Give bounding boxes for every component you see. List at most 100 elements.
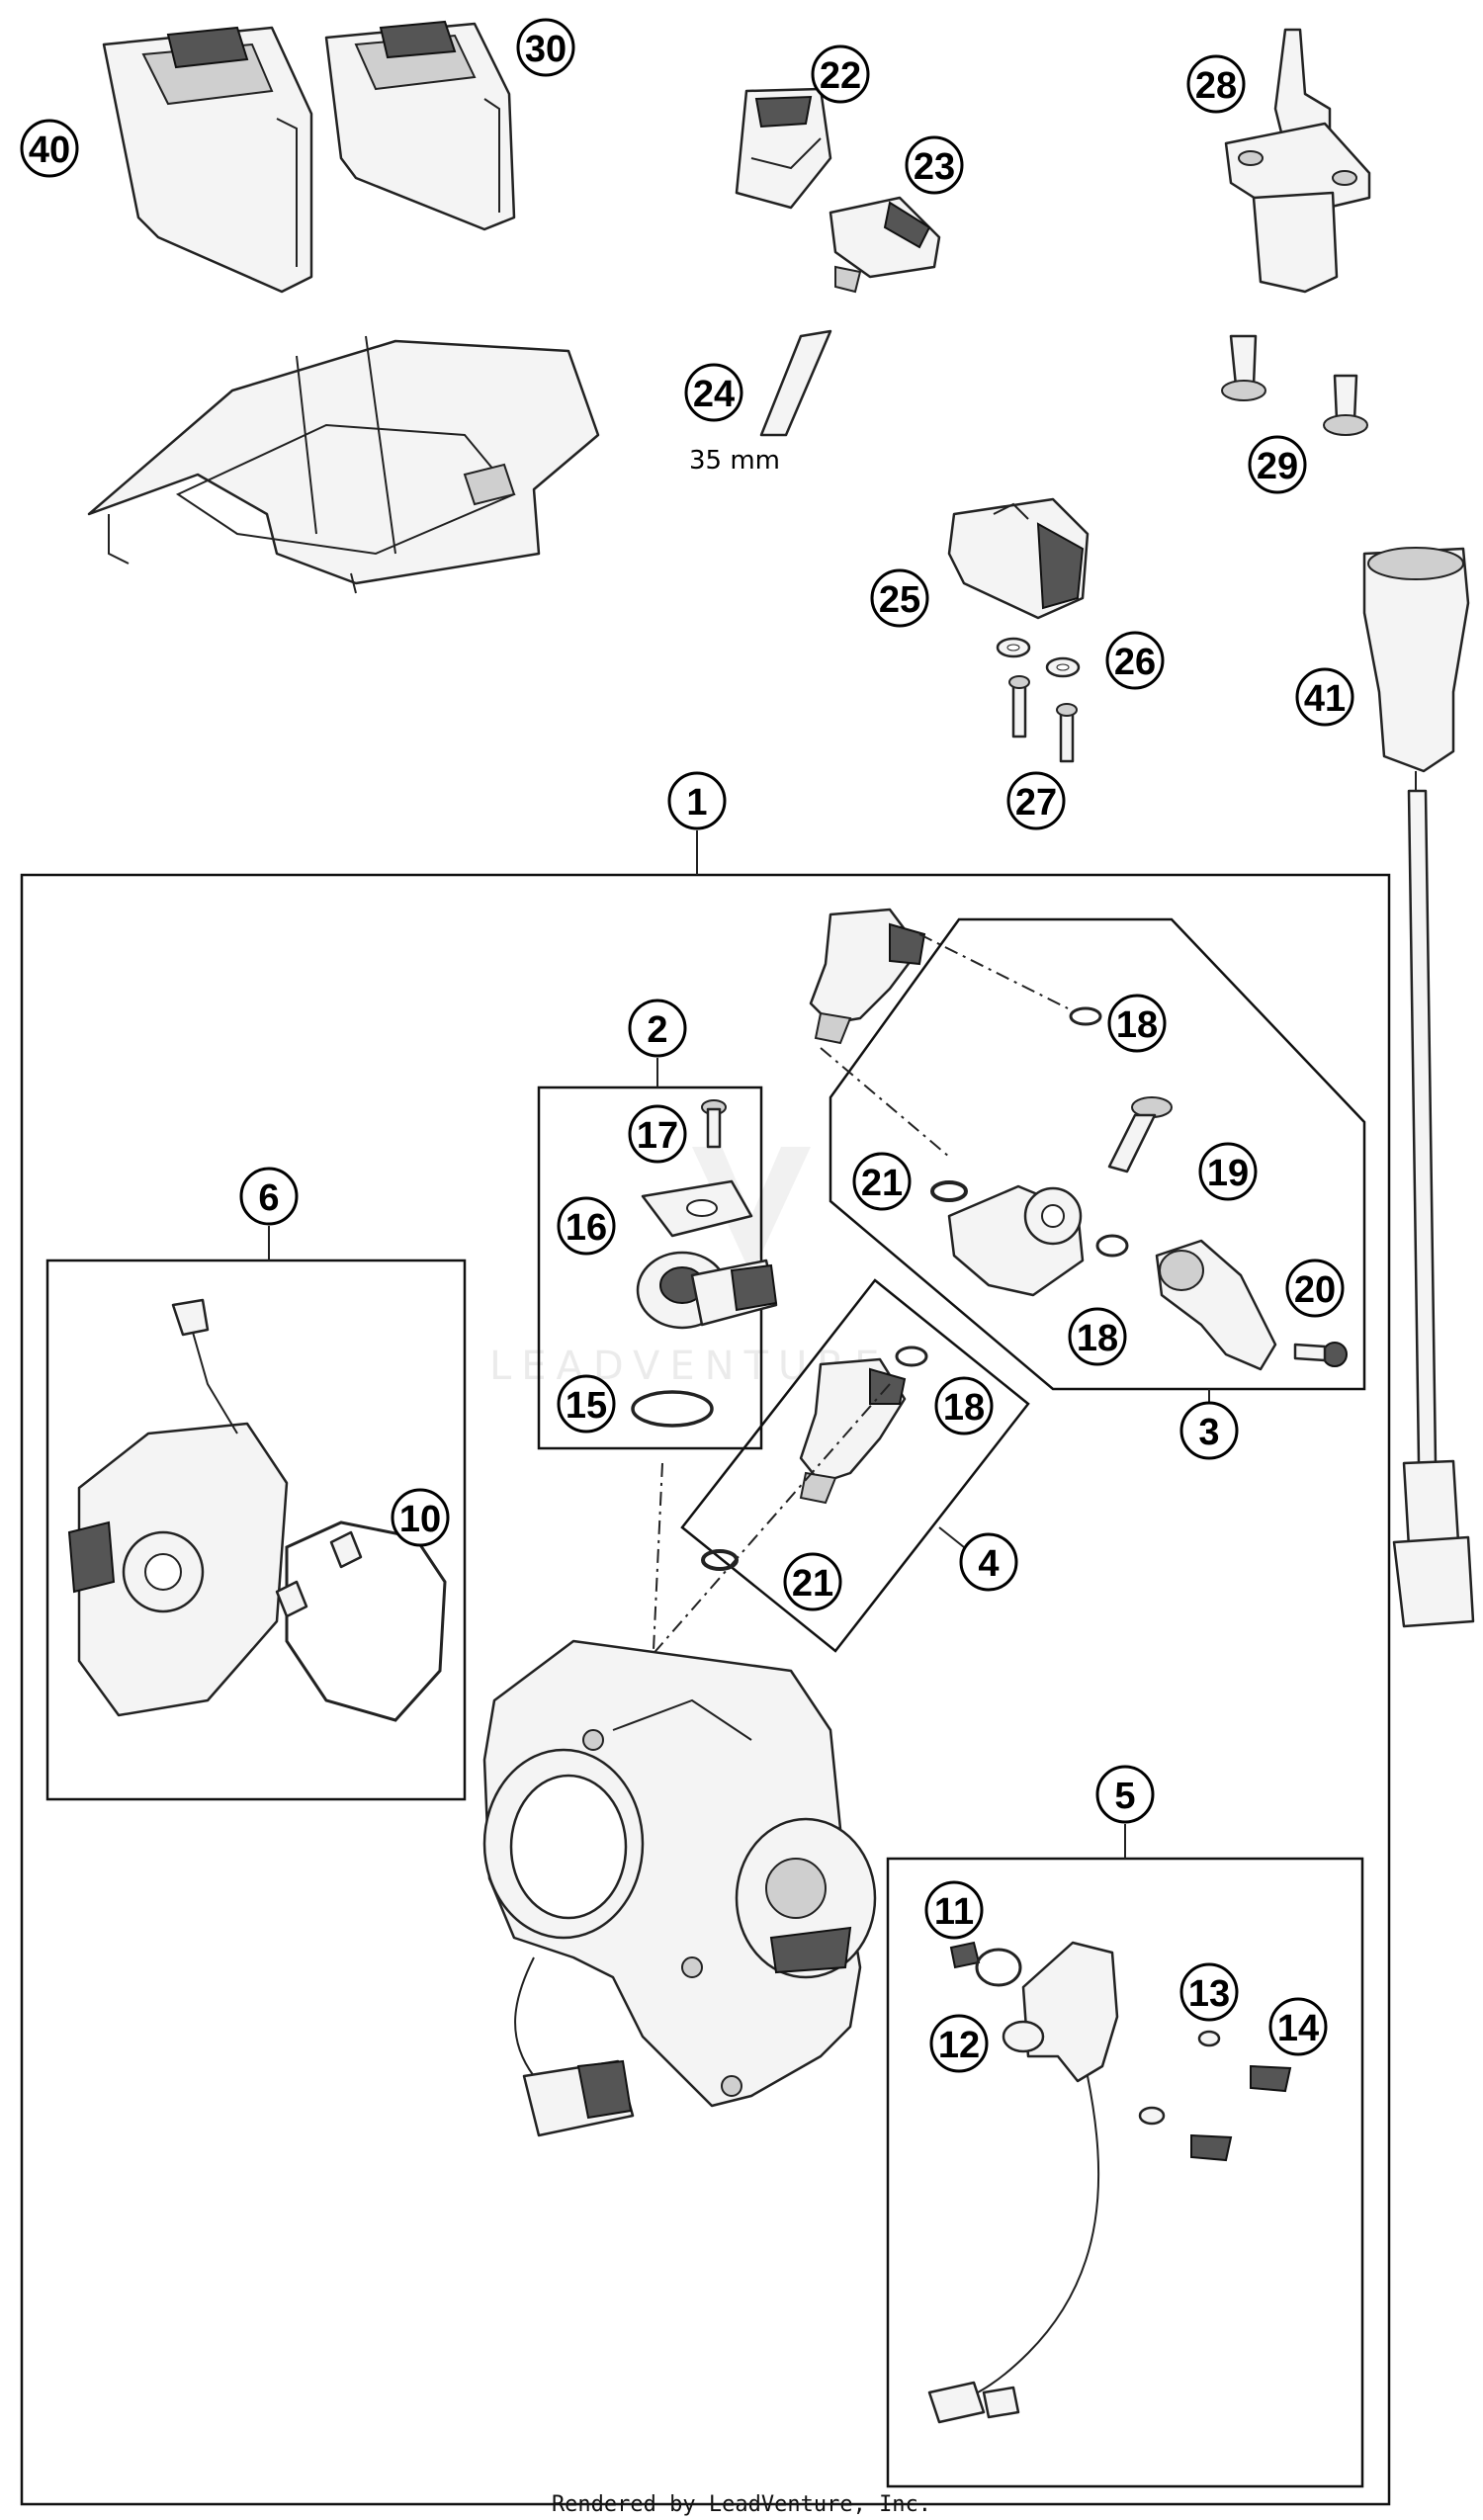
svg-text:12: 12 — [938, 2025, 980, 2066]
callout-21-b: 21 — [783, 1552, 842, 1611]
tube-length-label: 35 mm — [689, 446, 780, 476]
callout-27: 27 — [1006, 771, 1066, 830]
svg-text:18: 18 — [1077, 1318, 1118, 1359]
svg-text:24: 24 — [693, 374, 735, 415]
svg-text:21: 21 — [861, 1163, 903, 1204]
kit-6-frame — [45, 1259, 467, 1801]
callout-11: 11 — [924, 1880, 984, 1940]
callout-18-a: 18 — [1107, 994, 1167, 1053]
callout-24: 24 — [684, 363, 743, 422]
callout-18-b: 18 — [1068, 1307, 1127, 1366]
part-14-screws — [1190, 2064, 1292, 2162]
callout-41: 41 — [1295, 667, 1354, 727]
callout-17: 17 — [628, 1104, 687, 1164]
callout-1: 1 — [667, 771, 727, 830]
part-28 — [1224, 28, 1371, 294]
part-21-oring-b — [701, 1549, 739, 1571]
callout-21-a: 21 — [852, 1152, 912, 1211]
ecu-module-30 — [324, 20, 516, 231]
callout-18-c: 18 — [934, 1376, 994, 1435]
part-19-bolt — [1107, 1096, 1173, 1173]
part-21-oring-a — [930, 1180, 968, 1202]
svg-text:40: 40 — [29, 130, 70, 171]
callout-12: 12 — [929, 2014, 989, 2073]
part-20-screw — [1293, 1342, 1348, 1367]
svg-text:29: 29 — [1257, 446, 1298, 487]
callout-20: 20 — [1285, 1259, 1345, 1318]
callout-2: 2 — [628, 999, 687, 1058]
callout-10: 10 — [391, 1488, 450, 1547]
callout-26: 26 — [1105, 631, 1165, 690]
svg-text:16: 16 — [566, 1207, 607, 1249]
svg-text:20: 20 — [1294, 1269, 1336, 1311]
throttle-position-sensor — [636, 1251, 778, 1330]
part-12-oring — [975, 1948, 1022, 1987]
svg-text:10: 10 — [399, 1499, 441, 1540]
part-18-oring-b — [1095, 1234, 1129, 1258]
part-24-tube — [759, 329, 832, 437]
footer-credit: Rendered by LeadVenture, Inc. — [552, 2492, 931, 2517]
svg-text:27: 27 — [1015, 782, 1057, 824]
throttle-sensor-5 — [927, 1941, 1119, 2424]
callout-40: 40 — [20, 119, 79, 178]
part-11 — [949, 1941, 981, 1969]
part-26-washers — [996, 637, 1081, 678]
part-13-washers — [1138, 2030, 1221, 2126]
callout-3: 3 — [1179, 1401, 1239, 1460]
part-16-plate — [641, 1179, 753, 1238]
svg-text:1: 1 — [686, 782, 707, 824]
part-22 — [735, 87, 832, 210]
callout-29: 29 — [1248, 435, 1307, 494]
svg-text:18: 18 — [943, 1387, 985, 1429]
callout-13: 13 — [1179, 1962, 1239, 2022]
svg-text:2: 2 — [647, 1009, 667, 1051]
part-18-oring-a — [1069, 1006, 1102, 1026]
svg-text:3: 3 — [1198, 1412, 1219, 1453]
svg-text:28: 28 — [1195, 65, 1237, 107]
svg-text:13: 13 — [1188, 1973, 1230, 2015]
svg-text:15: 15 — [566, 1385, 607, 1427]
svg-text:17: 17 — [637, 1115, 678, 1157]
callout-28: 28 — [1186, 54, 1246, 114]
part-10-gasket — [275, 1521, 447, 1722]
watermark: LEADVENTURE — [489, 1147, 879, 1389]
svg-text:14: 14 — [1277, 2008, 1319, 2049]
svg-text:6: 6 — [258, 1177, 279, 1219]
callout-6: 6 — [239, 1167, 299, 1226]
throttle-body — [482, 1639, 877, 2137]
fuel-injector-bottom — [799, 1357, 907, 1505]
part-41-cable — [1362, 547, 1475, 1628]
svg-text:23: 23 — [914, 146, 955, 188]
callout-16: 16 — [557, 1196, 616, 1256]
fuel-injector-top — [809, 908, 926, 1045]
svg-text:18: 18 — [1116, 1004, 1158, 1046]
callout-22: 22 — [811, 44, 870, 104]
part-27-screws — [1008, 675, 1078, 763]
svg-text:22: 22 — [820, 55, 861, 97]
svg-text:26: 26 — [1114, 642, 1156, 683]
part-18-oring-c — [895, 1346, 928, 1367]
callout-23: 23 — [905, 135, 964, 195]
callout-30: 30 — [516, 18, 575, 77]
svg-text:5: 5 — [1114, 1776, 1135, 1817]
callout-19: 19 — [1198, 1142, 1258, 1201]
callout-25: 25 — [870, 568, 929, 628]
svg-text:4: 4 — [978, 1543, 999, 1585]
ecu-module-40 — [102, 26, 313, 294]
kit-4-frame — [680, 1278, 1030, 1653]
svg-text:41: 41 — [1304, 678, 1346, 720]
callout-4: 4 — [959, 1532, 1018, 1592]
svg-text:25: 25 — [879, 579, 920, 621]
fuel-hose-connector — [1155, 1239, 1277, 1371]
part-25 — [947, 497, 1090, 620]
assembly-1-frame — [20, 873, 1391, 2506]
callout-14: 14 — [1268, 1997, 1328, 2056]
svg-text:30: 30 — [525, 29, 567, 70]
part-15-oring — [631, 1390, 714, 1428]
part-17-screw — [701, 1099, 727, 1149]
fuel-rail — [947, 1184, 1085, 1297]
svg-text:11: 11 — [934, 1891, 974, 1933]
part-29-screws — [1221, 334, 1368, 436]
callout-15: 15 — [557, 1374, 616, 1434]
